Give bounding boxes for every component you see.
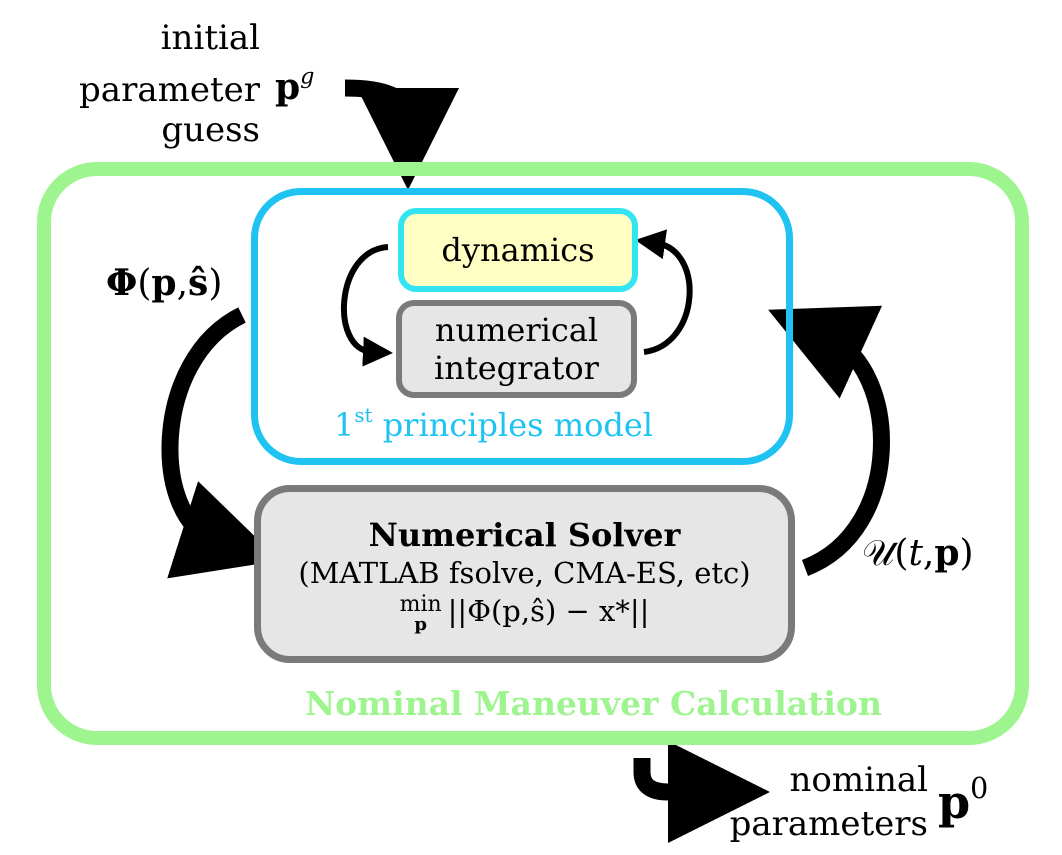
objective-min-block: min p [399,592,442,635]
integrator-line-2: integrator [434,349,599,387]
phi-arrow [161,307,280,579]
phi-close: ) [208,263,223,304]
numerical-solver-box: Numerical Solver (MATLAB fsolve, CMA-ES,… [254,485,795,663]
solver-objective: min p ||Φ(p,ŝ) − x*|| [399,592,650,635]
integrator-to-dynamics-arrow [635,229,693,355]
integrator-line-1: numerical [434,311,599,349]
u-close: ) [959,533,974,574]
outer-box-label: Nominal Maneuver Calculation [305,684,882,723]
dynamics-to-integrator-arrow [340,244,393,367]
input-line-3-row: guess [60,110,260,150]
output-symbol-sup: 0 [970,772,989,806]
u-t: t [908,533,923,574]
solver-title: Numerical Solver [368,516,681,554]
model-box-label: 1st principles model [334,406,653,444]
output-arrow [633,741,770,843]
u-edge-label: 𝒰(t,p) [862,532,974,575]
phi-comma: , [176,263,189,304]
model-label-sup: st [354,404,373,428]
output-line-1: nominal [789,760,928,800]
dynamics-label: dynamics [441,231,595,269]
output-line-1-row: nominal [740,760,928,800]
phi-p: p [151,262,177,304]
u-p: p [934,532,960,574]
input-symbol-base: p [275,66,301,108]
phi-open: ( [137,263,152,304]
u-open: ( [894,533,909,574]
u-arrow [768,305,890,576]
objective-under: p [414,614,427,635]
outer-process-box [37,162,1029,745]
output-line-2: parameters [729,804,928,844]
u-symbol: 𝒰 [862,533,895,574]
output-symbol: p0 [938,772,989,829]
output-symbol-base: p [938,775,971,829]
input-symbol: pg [275,63,315,108]
numerical-integrator-box: numerical integrator [396,300,637,398]
input-symbol-sup: g [300,63,315,90]
first-principles-model-box [251,188,793,465]
phi-s: ŝ [188,262,209,304]
phi-edge-label: Φ(p,ŝ) [106,262,222,304]
phi-symbol: Φ [106,262,138,304]
objective-expression: ||Φ(p,ŝ) − x*|| [447,594,650,628]
objective-min: min [399,592,442,617]
input-line-1: initial [160,18,260,58]
output-line-2-row: parameters [720,804,928,844]
u-comma: , [922,533,935,574]
input-line-2: parameter [79,70,260,110]
dynamics-box: dynamics [398,208,638,292]
input-arrow [344,79,459,190]
input-label: initial [60,18,260,58]
input-line-2-row: parameter [60,70,260,110]
model-label-rest: principles model [382,406,653,444]
solver-subtitle: (MATLAB fsolve, CMA-ES, etc) [298,556,751,590]
model-label-base: 1 [334,406,355,444]
input-line-3: guess [161,110,260,150]
